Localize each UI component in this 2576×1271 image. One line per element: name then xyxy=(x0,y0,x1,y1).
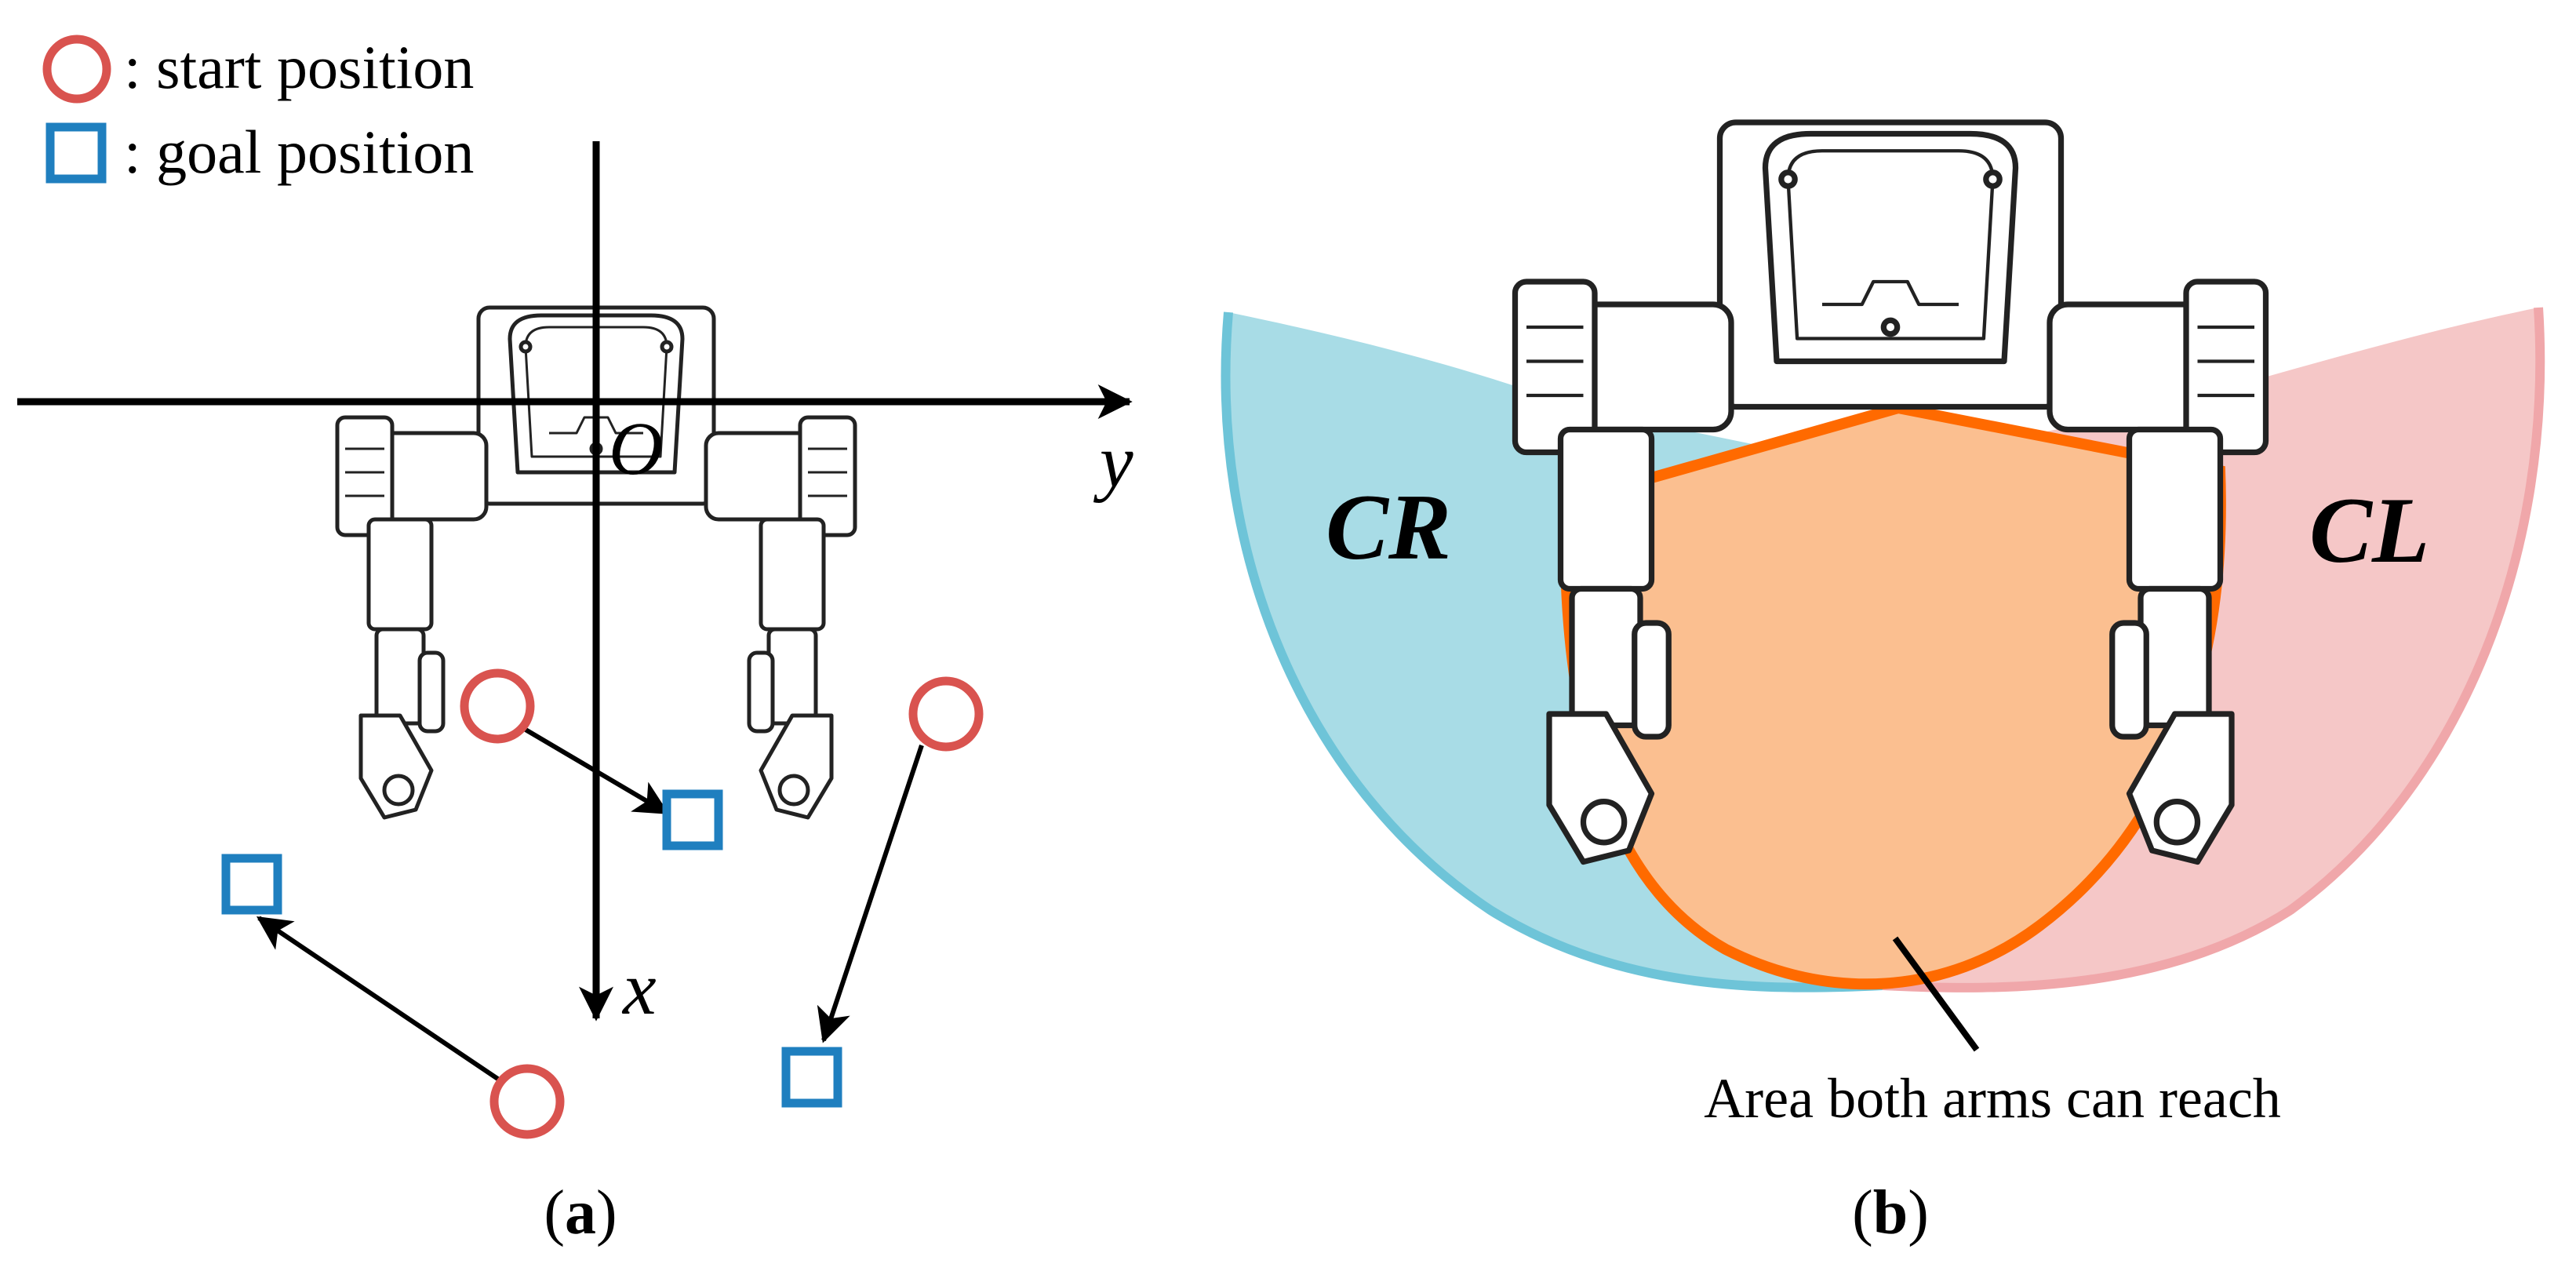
start-marker xyxy=(460,668,535,744)
start-marker xyxy=(908,676,984,752)
goal-marker xyxy=(662,789,723,850)
x-axis-label: x xyxy=(621,946,657,1030)
caption-b: (b) xyxy=(1852,1178,1929,1247)
arrow-icon xyxy=(817,745,924,1043)
legend-goal-label: : goal position xyxy=(124,118,474,186)
motion-pair-3 xyxy=(221,854,565,1139)
start-marker xyxy=(489,1064,565,1139)
panel-b: CR CL Area both arms can reach (b) xyxy=(1221,122,2545,1247)
origin-label: O xyxy=(609,406,663,490)
panel-a: : start position : goal position O y x xyxy=(17,33,1133,1247)
y-axis-label: y xyxy=(1093,419,1133,503)
motion-pair-2 xyxy=(781,676,984,1108)
arrow-icon xyxy=(256,916,500,1082)
arrow-icon xyxy=(524,727,670,815)
cr-label: CR xyxy=(1326,475,1451,579)
start-marker-icon xyxy=(42,35,111,104)
legend: : start position : goal position xyxy=(42,33,474,186)
goal-marker xyxy=(221,854,282,915)
goal-marker-icon xyxy=(45,122,107,184)
legend-start-label: : start position xyxy=(124,33,474,101)
both-arms-label: Area both arms can reach xyxy=(1704,1067,2281,1130)
caption-a: (a) xyxy=(544,1178,617,1247)
cl-label: CL xyxy=(2309,478,2429,582)
goal-marker xyxy=(781,1047,842,1108)
cl-region-edge xyxy=(1882,307,2545,992)
motion-pair-1 xyxy=(460,668,723,850)
both-arms-pointer xyxy=(1892,936,1980,1052)
cr-region-edge xyxy=(1221,311,1883,992)
